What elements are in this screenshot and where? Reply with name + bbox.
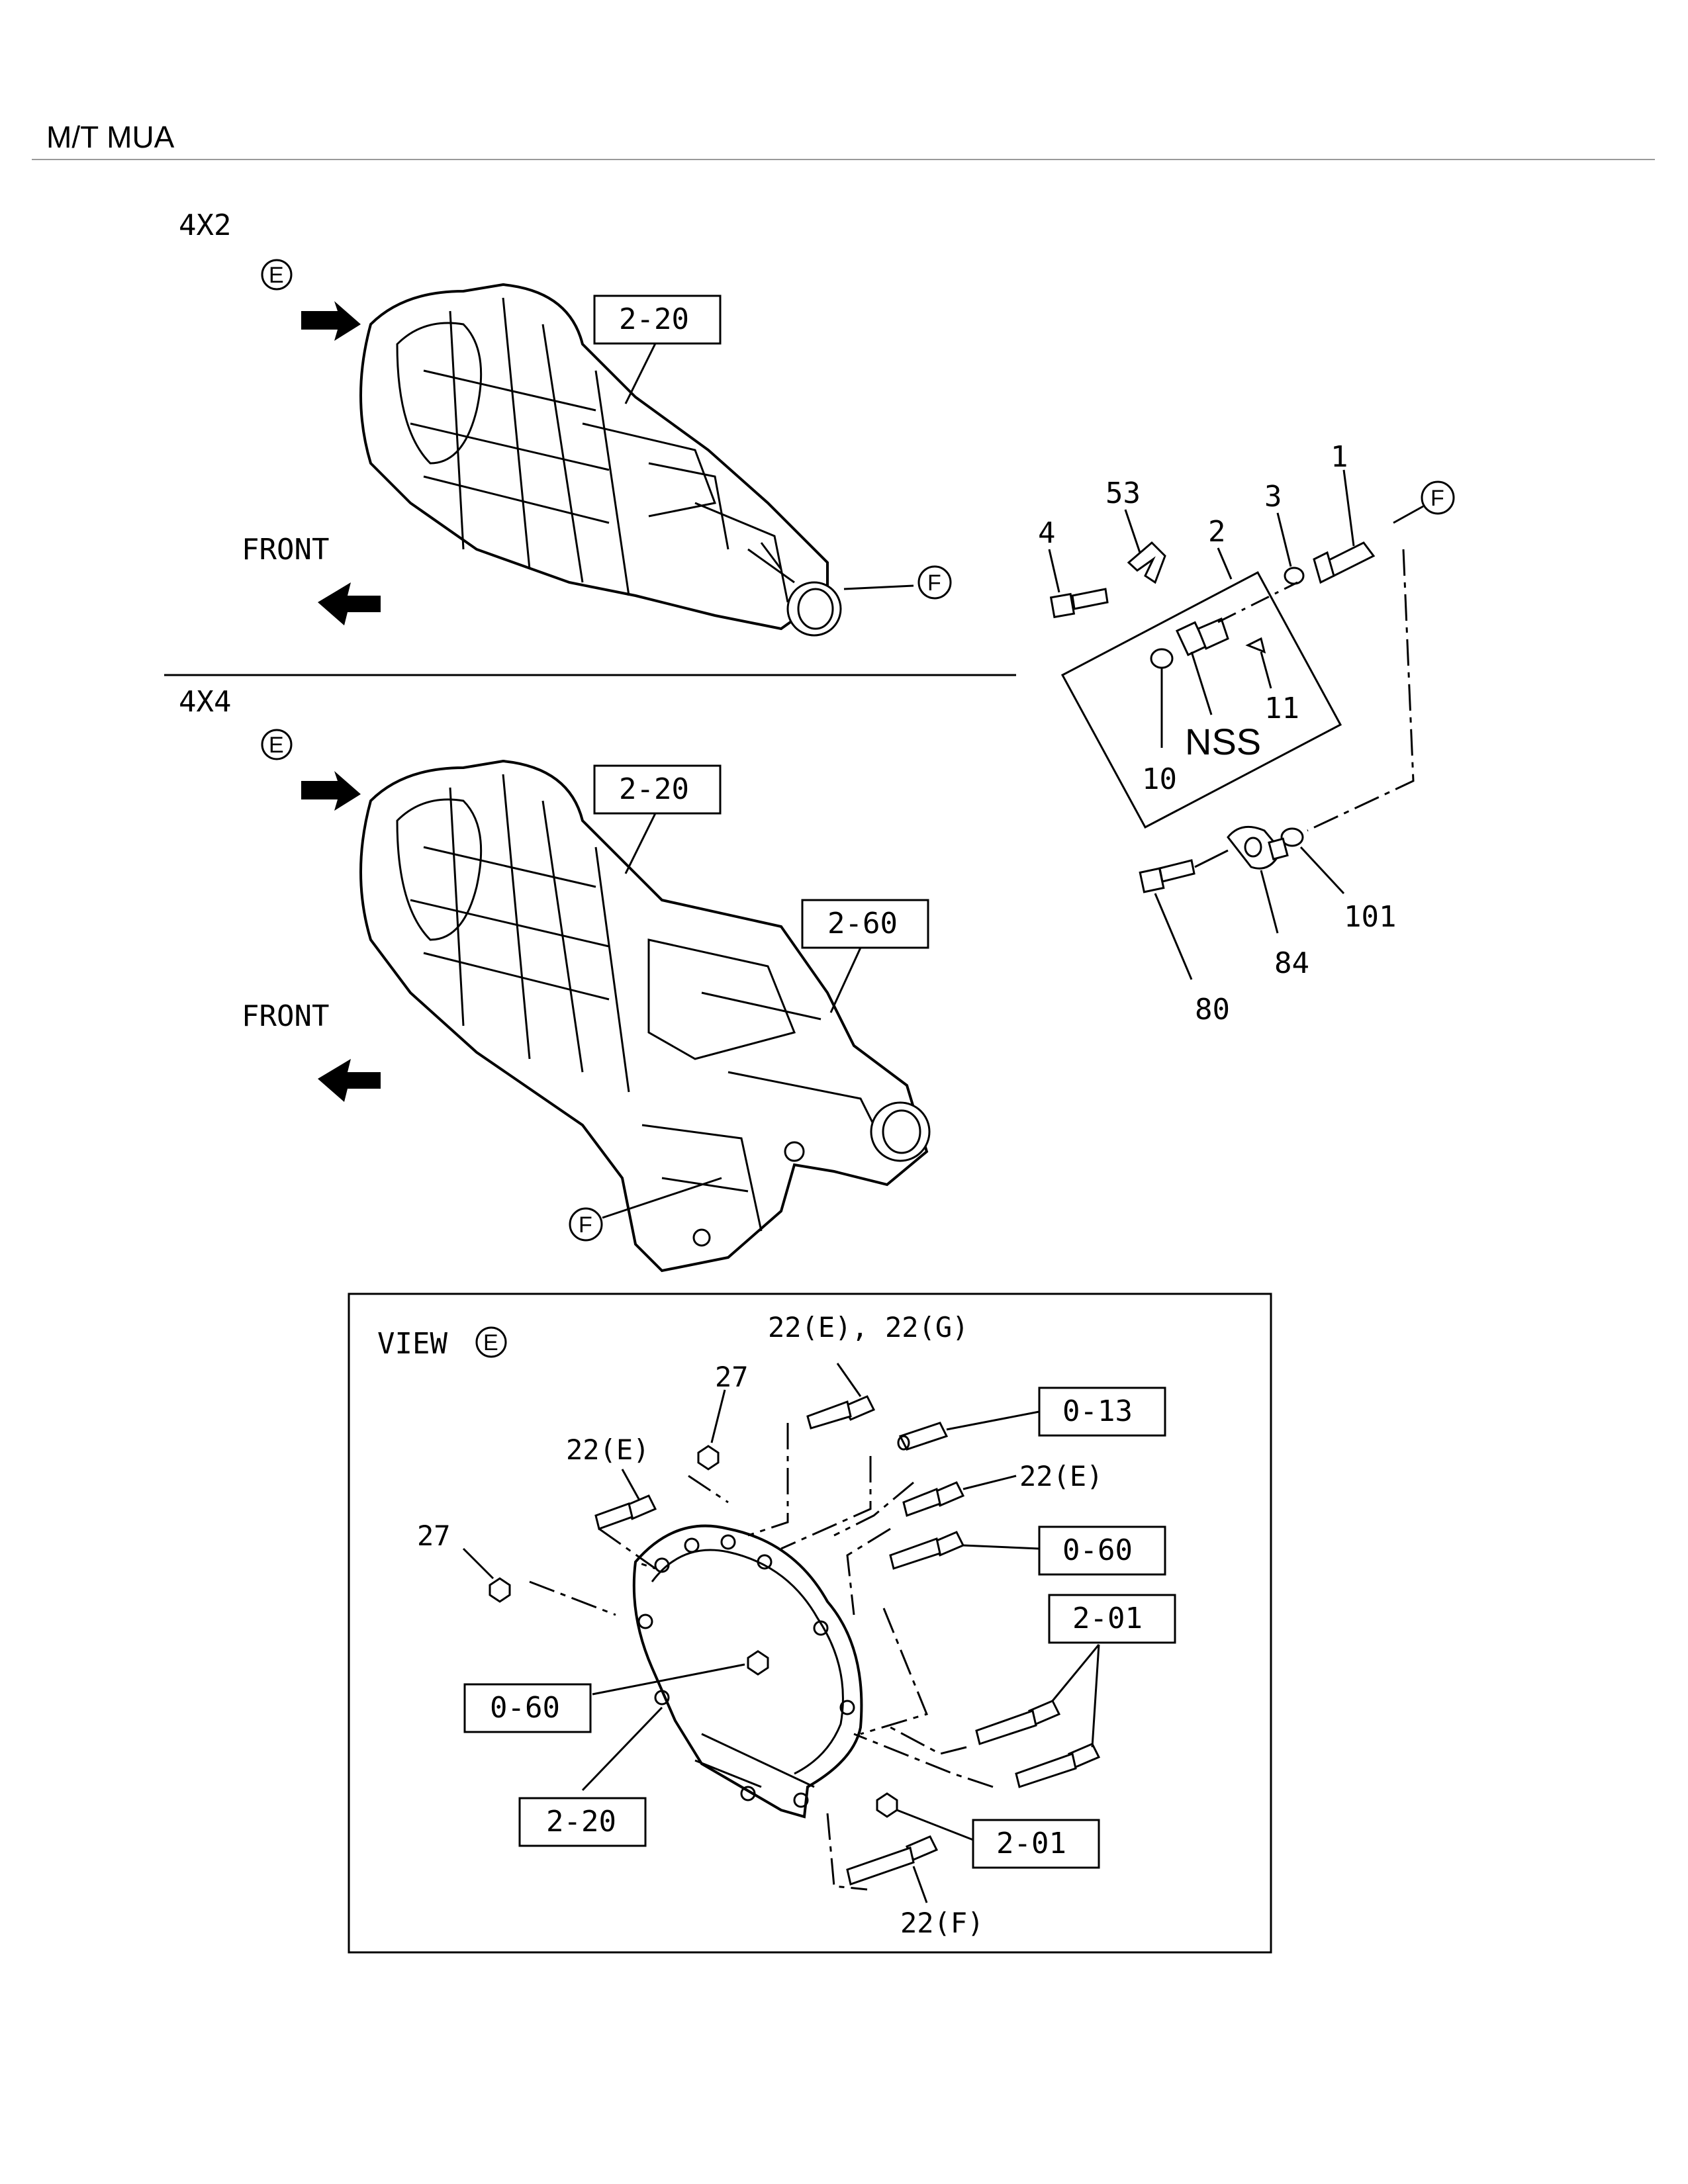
view-guide-lines	[529, 1423, 994, 1891]
ref-box-mid: 2-20	[593, 764, 722, 815]
ref-label: 2-20	[619, 772, 689, 806]
speedometer-parts: 1 53 2 3 4 F	[1038, 440, 1455, 1026]
bolt-22eg	[806, 1363, 876, 1430]
part-1-sleeve	[1313, 469, 1376, 584]
part-number-80: 80	[1195, 993, 1230, 1026]
leader-line	[1051, 1644, 1100, 1702]
ref-box-top: 2-20	[593, 295, 722, 345]
front-arrow-icon	[318, 582, 381, 625]
circle-letter: E	[483, 1330, 498, 1355]
ref-box-060-right: 0-60	[1038, 1525, 1166, 1576]
circle-letter: F	[1430, 486, 1444, 511]
leader-line	[624, 343, 657, 404]
ref-label: 2-01	[996, 1827, 1066, 1860]
bolt-22e-right	[902, 1475, 1017, 1517]
label-bolt-22e-left: 22(E)	[566, 1433, 649, 1466]
nss-label: NSS	[1185, 721, 1261, 762]
part-number-2: 2	[1208, 515, 1226, 549]
ref-box-mid-case: 2-60	[801, 899, 929, 949]
ref-label: 2-60	[827, 907, 898, 940]
ref-label: 2-20	[619, 302, 689, 336]
arrow-icon	[301, 301, 361, 341]
leader-line	[602, 1177, 722, 1219]
ref-box-013: 0-13	[1038, 1387, 1166, 1437]
bolt-22e-left	[594, 1469, 657, 1530]
ref-label: 0-60	[1062, 1533, 1133, 1567]
label-nut-27-top: 27	[715, 1361, 749, 1393]
part-number-4: 4	[1038, 516, 1056, 550]
nut-060-left	[592, 1650, 769, 1696]
circle-e-top: E	[261, 259, 293, 291]
circle-f-mid: F	[569, 1207, 603, 1242]
part-4-bolt	[1048, 549, 1109, 619]
leader-line	[1393, 505, 1424, 524]
circle-letter: E	[269, 733, 284, 758]
view-label: VIEW	[377, 1327, 447, 1361]
label-bolt-22f: 22(F)	[900, 1907, 984, 1939]
clutch-housing-plate	[632, 1524, 863, 1819]
part-number-101: 101	[1344, 900, 1396, 934]
bolt-201-lower	[1015, 1743, 1101, 1788]
view-e-panel: VIEW E	[348, 1293, 1272, 1954]
leader-line	[1091, 1644, 1100, 1748]
arrow-icon	[301, 771, 361, 811]
circle-e-view: E	[475, 1326, 507, 1358]
label-nut-27-left: 27	[417, 1520, 451, 1552]
bolt-201-upper	[975, 1700, 1061, 1745]
nut-201-bottom	[876, 1792, 974, 1841]
part-101-o-ring	[1280, 827, 1345, 895]
nut-27-left	[462, 1547, 511, 1603]
section-4x2: 4X2 E FRONT 2-20	[179, 208, 952, 637]
leader-line	[829, 947, 862, 1013]
part-number-1: 1	[1331, 440, 1348, 474]
ref-label: 2-01	[1072, 1602, 1143, 1635]
part-number-53: 53	[1105, 477, 1141, 510]
ref-box-201-right: 2-01	[1048, 1594, 1176, 1644]
ref-label: 0-60	[490, 1691, 560, 1725]
leader-line	[581, 1706, 663, 1792]
transmission-4x2-illustration	[359, 283, 842, 637]
circle-e-mid: E	[261, 729, 293, 760]
ref-label: 0-13	[1062, 1394, 1133, 1428]
front-label-top: FRONT	[242, 533, 329, 567]
label-bolt-22e-right: 22(E)	[1019, 1460, 1103, 1492]
ref-box-220: 2-20	[518, 1797, 647, 1847]
transmission-4x4-illustration	[359, 759, 931, 1273]
part-2-kit-box	[1060, 547, 1342, 829]
ref-box-060-left: 0-60	[463, 1683, 592, 1733]
part-number-3: 3	[1264, 480, 1282, 514]
front-arrow-icon	[318, 1059, 381, 1102]
circle-f-right: F	[1421, 480, 1455, 515]
circle-letter: F	[579, 1212, 592, 1238]
part-80-bolt	[1139, 849, 1229, 980]
leader-line	[624, 813, 657, 874]
part-number-10: 10	[1142, 762, 1177, 796]
circle-f-top: F	[917, 565, 952, 600]
dowel-pin	[897, 1422, 949, 1451]
nut-27-top	[697, 1389, 726, 1471]
circle-letter: E	[269, 263, 284, 288]
bolt-060-right	[889, 1531, 1040, 1570]
front-label-mid: FRONT	[242, 999, 329, 1033]
bolt-22f	[846, 1835, 939, 1903]
part-53-clip	[1124, 509, 1166, 584]
circle-letter: F	[927, 570, 941, 596]
label-bolt-22eg: 22(E), 22(G)	[768, 1311, 968, 1343]
ref-box-201-bottom: 2-01	[972, 1819, 1100, 1869]
part-number-11: 11	[1264, 692, 1299, 725]
part-3-washer	[1276, 512, 1305, 585]
variant-label-4x2: 4X2	[179, 208, 231, 242]
assembly-guide-line	[1307, 549, 1415, 832]
leader-line	[843, 584, 914, 590]
page-title: M/T MUA	[46, 120, 175, 154]
part-number-84: 84	[1274, 946, 1309, 980]
ref-label: 2-20	[546, 1805, 616, 1839]
section-4x4: 4X4 E FRONT	[179, 685, 931, 1273]
part-84-sleeve	[1227, 825, 1289, 934]
title-divider	[32, 159, 1655, 160]
variant-label-4x4: 4X4	[179, 685, 231, 719]
leader-line	[946, 1410, 1040, 1431]
